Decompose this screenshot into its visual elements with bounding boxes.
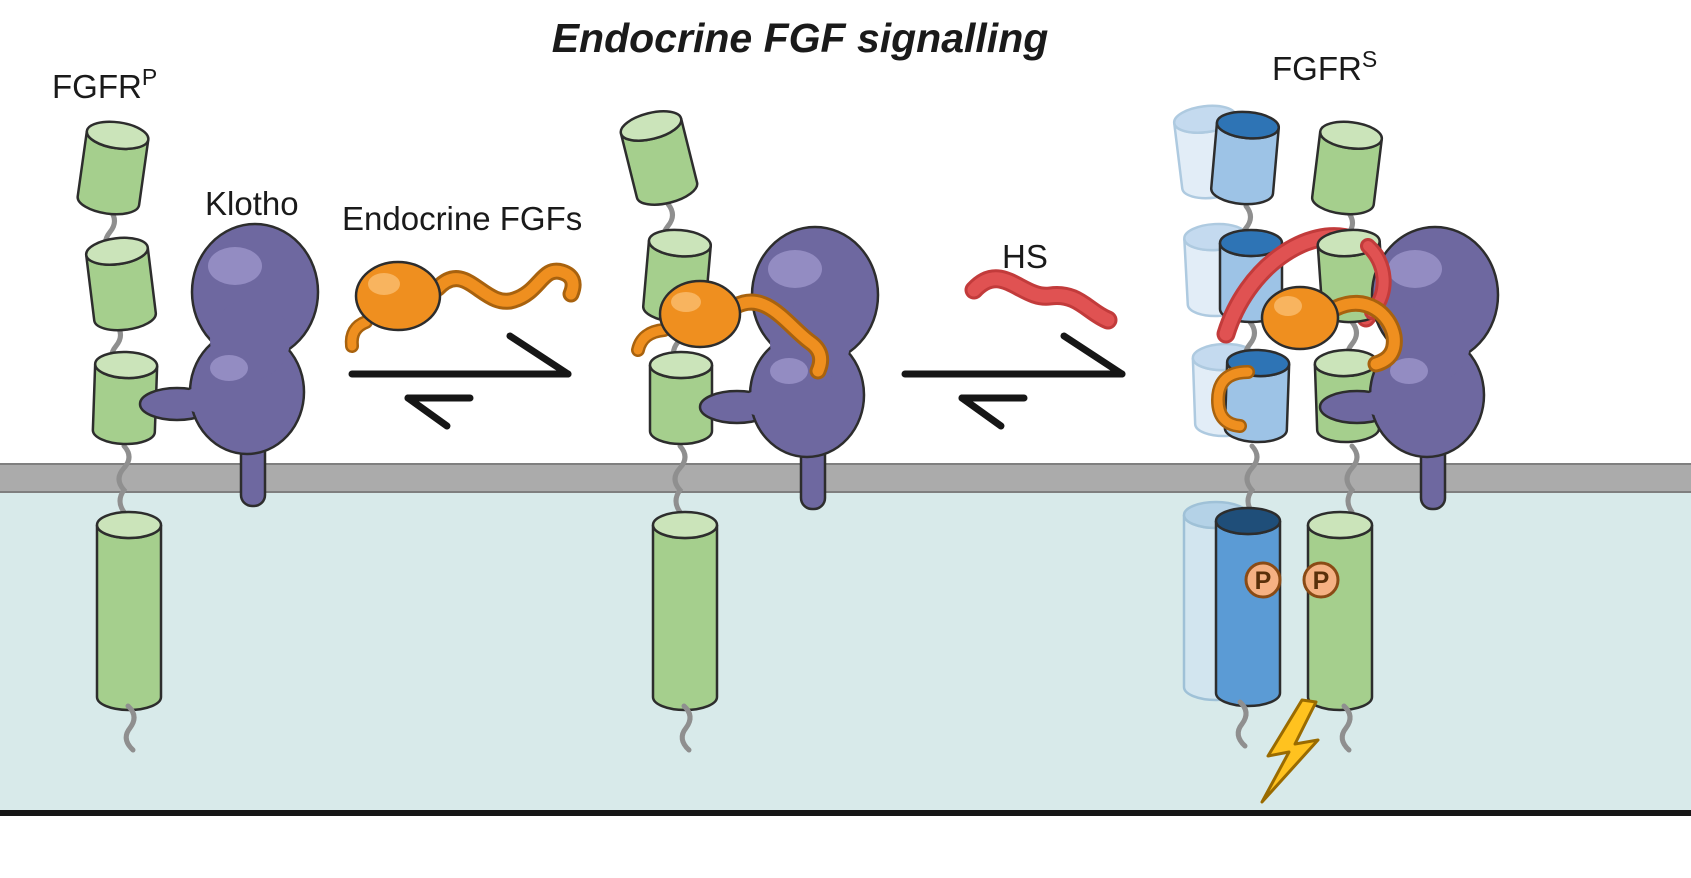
fgfr-s-base: FGFR (1272, 50, 1362, 87)
fgf-highlight (1274, 296, 1302, 316)
phospho-badge: P (1302, 561, 1340, 599)
figure-title: Endocrine FGF signalling (552, 15, 1049, 61)
fgf-ligand-bound (631, 279, 830, 380)
fgf-core (1260, 285, 1340, 351)
kinase-domain-green (651, 510, 719, 712)
phospho-badge: P (1244, 561, 1282, 599)
ig-domain-d2 (83, 233, 159, 335)
kinase-domain-blue (1214, 506, 1282, 708)
fgf-ligand-bound (1210, 285, 1403, 433)
complex-signalling-dimer: P P (1171, 101, 1500, 804)
hs-chain-free (964, 269, 1118, 330)
fgf-core (354, 260, 442, 332)
fgfr-s-superscript: S (1362, 46, 1377, 72)
cell-membrane (0, 463, 1691, 493)
fgf-highlight (671, 292, 701, 312)
harpoon-right-barb (1060, 332, 1126, 378)
harpoon-right-barb (506, 332, 572, 378)
complex-fgf-bound (616, 104, 880, 750)
phospho-circle (1244, 561, 1282, 599)
ig-domain-d1-blue (1208, 108, 1282, 208)
equilibrium-arrow-1 (348, 332, 572, 430)
fgf-ligand-free (344, 260, 582, 353)
fgf-tail (432, 265, 579, 307)
fgf-core (658, 279, 742, 349)
fgf-n-terminus (347, 317, 371, 351)
ig-domain-d1 (74, 116, 152, 220)
lightning-bolt-icon (1260, 698, 1320, 804)
kinase-domain-green (95, 510, 163, 712)
bottom-baseline (0, 810, 1691, 816)
label-hs: HS (1002, 238, 1048, 275)
fgf-tail (1330, 297, 1400, 370)
kinase-domain-green (1306, 510, 1374, 712)
label-fgfr-s: FGFRS (1272, 46, 1377, 87)
phospho-letter: P (1255, 567, 1272, 595)
cytoplasm-region (0, 490, 1691, 812)
label-endocrine-fgfs: Endocrine FGFs (342, 200, 582, 237)
fgf-highlight (368, 273, 400, 295)
fgfr-p-superscript: P (142, 64, 157, 90)
label-fgfr-p: FGFRP (52, 64, 157, 105)
phospho-circle (1302, 561, 1340, 599)
fgf-n-terminus (633, 325, 669, 355)
equilibrium-arrow-2 (901, 332, 1126, 430)
phospho-letter: P (1313, 567, 1330, 595)
ig-domain-d3 (648, 350, 714, 446)
fgf-n-terminus (1213, 367, 1253, 431)
label-klotho: Klotho (205, 185, 299, 222)
ig-domain-d1 (1309, 117, 1385, 219)
hs-squiggle (967, 272, 1115, 327)
harpoon-left-barb (958, 394, 1005, 430)
harpoon-left-barb (404, 394, 451, 430)
fgf-tail (730, 296, 827, 377)
fgfr-p-base: FGFR (52, 68, 142, 105)
